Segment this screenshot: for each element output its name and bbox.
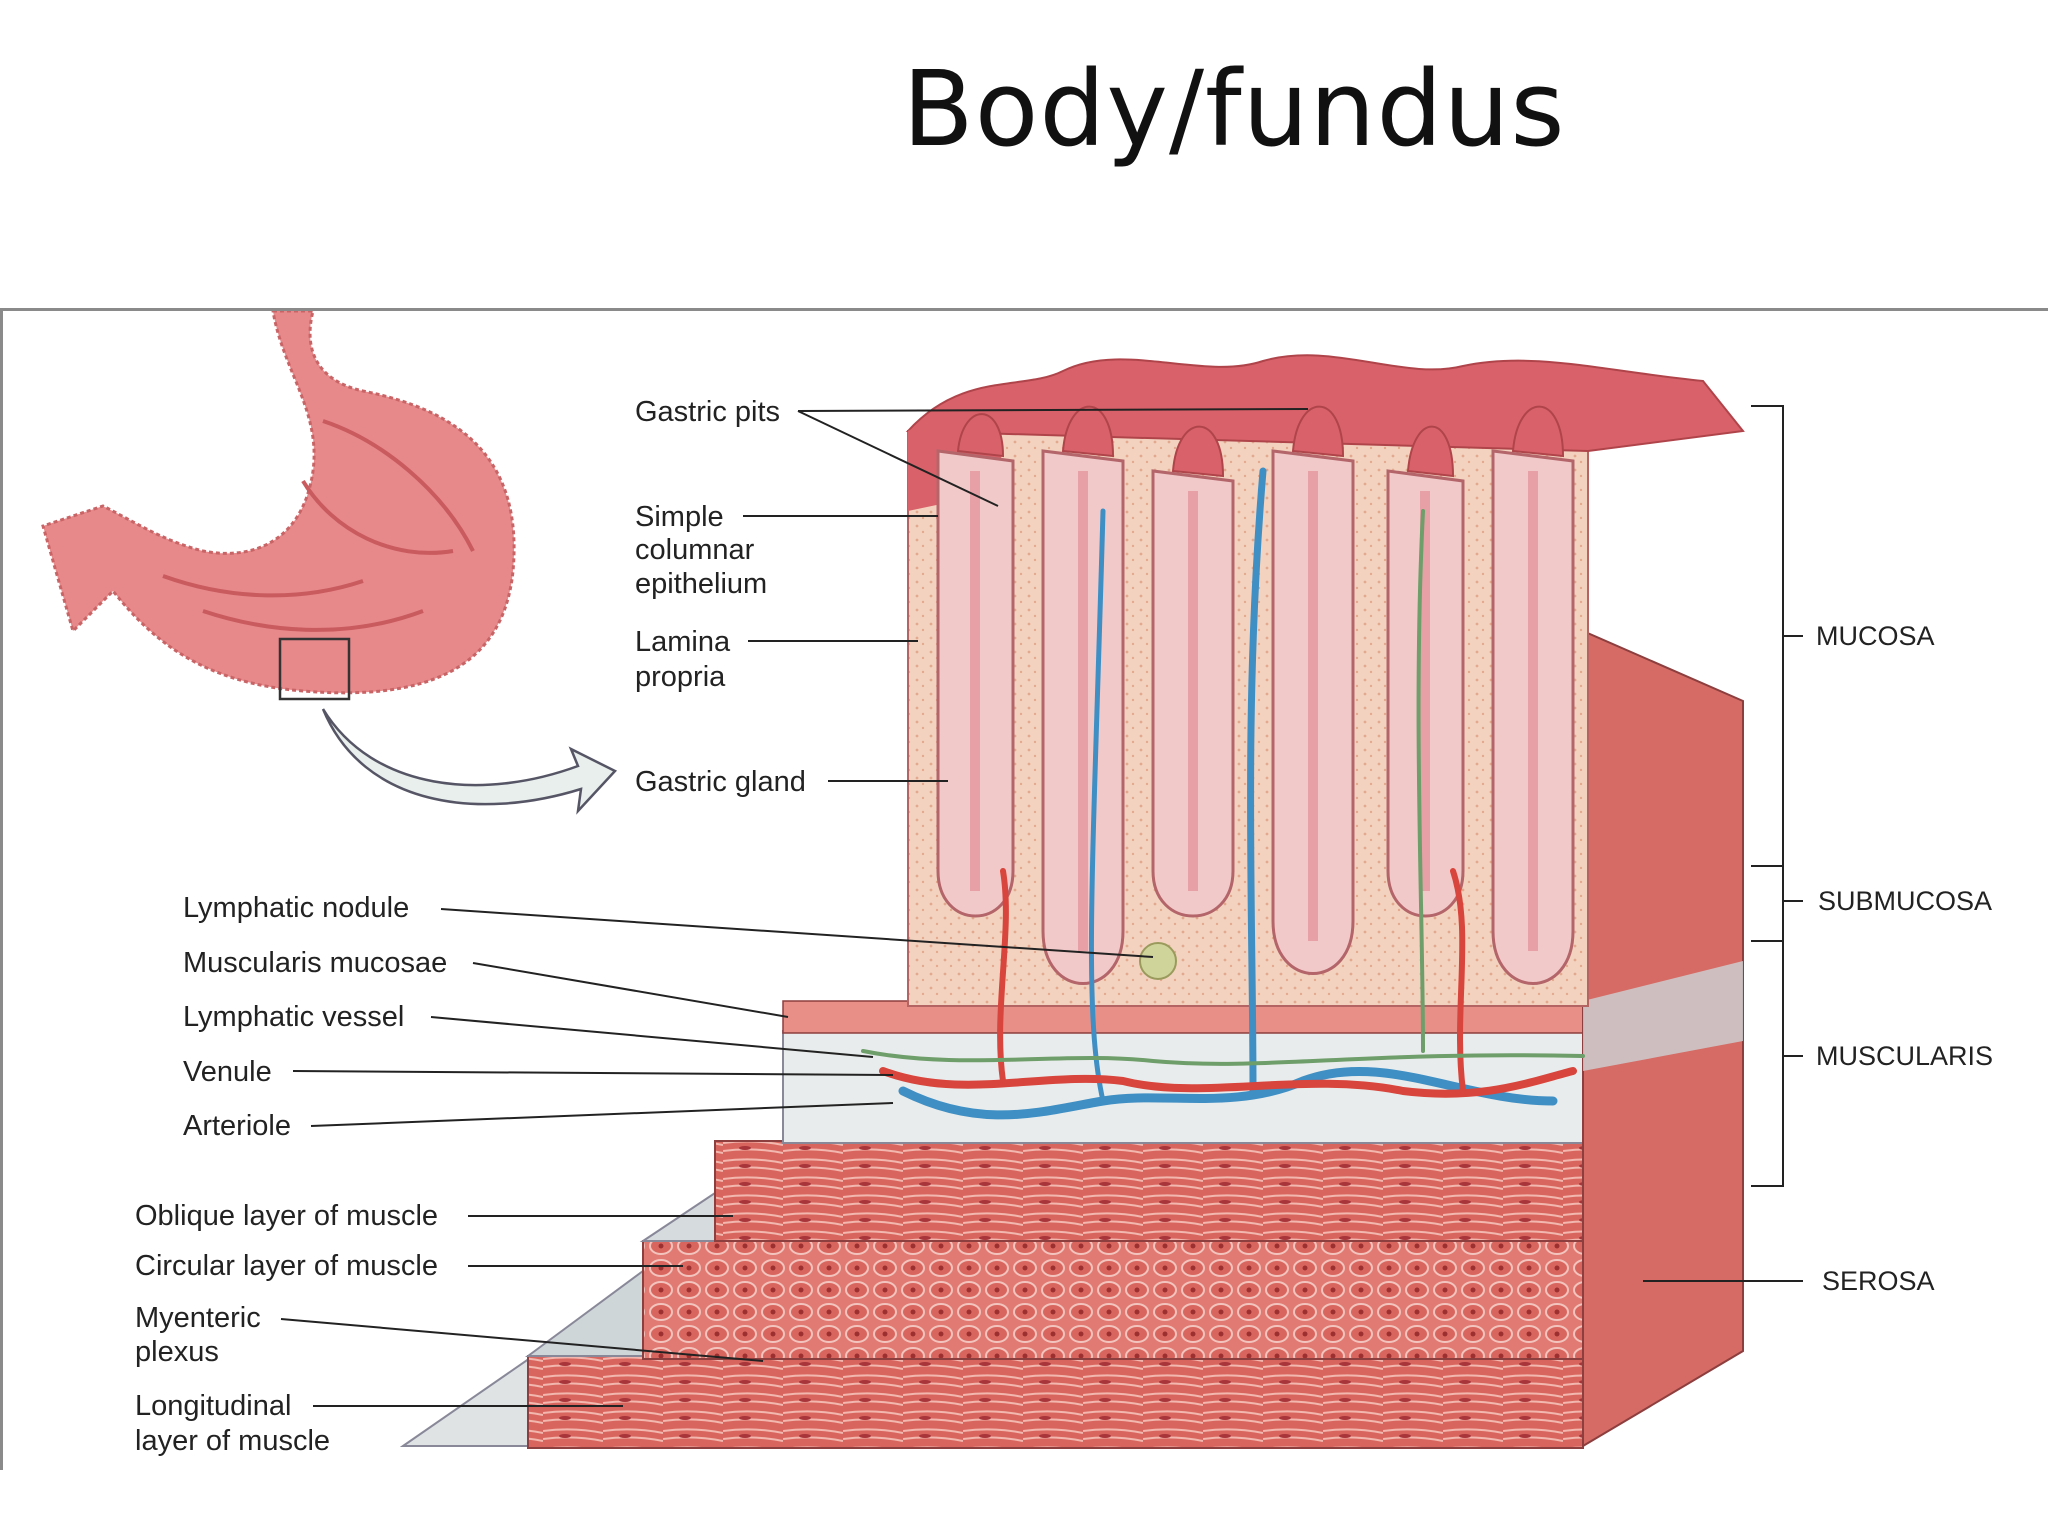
label-gastric-pits: Gastric pits xyxy=(635,396,780,428)
label-muscularis-mucosae: Muscularis mucosae xyxy=(183,947,447,979)
oblique-muscle-layer xyxy=(714,1140,1586,1242)
label-muscularis: MUSCULARIS xyxy=(1816,1041,1993,1071)
label-gastric-gland: Gastric gland xyxy=(635,766,806,798)
label-lamina-propria-2: propria xyxy=(635,661,726,693)
label-mucosa: MUCOSA xyxy=(1816,621,1935,651)
layer-bracket xyxy=(1751,405,1803,1187)
label-lymphatic-vessel: Lymphatic vessel xyxy=(183,1001,404,1033)
slide-title: Body/fundus xyxy=(902,48,1566,170)
label-longitudinal-layer-1: Longitudinal xyxy=(135,1390,291,1422)
label-myenteric-plexus-2: plexus xyxy=(135,1336,219,1368)
lymphatic-nodule xyxy=(1139,942,1177,980)
inset-highlight-box xyxy=(278,637,351,701)
label-simple-columnar-epithelium-1: Simple xyxy=(635,501,724,533)
label-oblique-layer: Oblique layer of muscle xyxy=(135,1200,438,1232)
stomach-wall-block xyxy=(399,354,1745,1449)
zoom-arrow-icon xyxy=(321,708,618,815)
stomach-wall-diagram: Gastric pits Simple columnar epithelium … xyxy=(41,311,1993,1457)
label-submucosa: SUBMUCOSA xyxy=(1818,886,1992,916)
label-venule: Venule xyxy=(183,1056,272,1088)
gastric-pit-tops xyxy=(956,405,1565,478)
label-arteriole: Arteriole xyxy=(183,1110,291,1142)
label-longitudinal-layer-2: layer of muscle xyxy=(135,1425,330,1457)
stomach-inset xyxy=(41,311,618,815)
blood-vessels xyxy=(861,467,1585,1120)
label-circular-layer: Circular layer of muscle xyxy=(135,1250,438,1282)
label-simple-columnar-epithelium-2: columnar xyxy=(635,534,755,566)
gland-lumens xyxy=(970,471,1538,951)
figure-frame: Gastric pits Simple columnar epithelium … xyxy=(0,308,2048,1470)
label-myenteric-plexus-1: Myenteric xyxy=(135,1302,261,1334)
circular-muscle-layer xyxy=(642,1240,1584,1360)
label-lamina-propria-1: Lamina xyxy=(635,626,731,658)
label-serosa: SEROSA xyxy=(1822,1266,1935,1296)
label-simple-columnar-epithelium-3: epithelium xyxy=(635,568,767,600)
label-lymphatic-nodule: Lymphatic nodule xyxy=(183,892,409,924)
leader-lines xyxy=(280,408,1803,1407)
longitudinal-muscle-layer xyxy=(527,1355,1584,1449)
